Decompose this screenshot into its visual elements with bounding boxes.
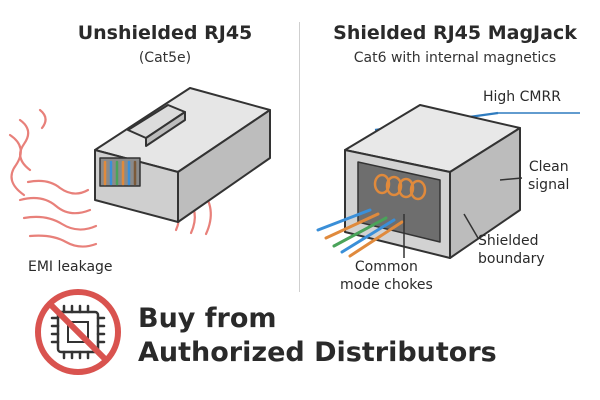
common-mode-choke-coils [373,173,427,201]
cta-text: Buy from Authorized Distributors [138,302,497,370]
shield-pointer [463,213,479,239]
emi-leakage-label: EMI leakage [28,259,113,275]
left-panel-subtitle: (Cat5e) [138,50,192,66]
high-cmrr-label: High CMRR [483,89,561,105]
cta-line2: Authorized Distributors [138,337,497,368]
clean-signal-pointer [499,177,523,181]
left-panel-title: Unshielded RJ45 [77,22,253,44]
emi-waves-left [8,108,98,248]
common-mode-chokes-line2: mode chokes [340,277,433,293]
right-panel-subtitle: Cat6 with internal magnetics [353,50,557,66]
rj45-plug-body [94,87,271,223]
shielded-wires [316,208,404,258]
shielded-boundary-line1: Shielded [478,233,539,249]
panel-divider [299,22,300,292]
shielded-boundary-line2: boundary [478,251,545,267]
exposed-wires [103,160,137,186]
clean-signal-line2: signal [528,177,570,193]
clean-signal-line1: Clean [528,159,569,175]
unshielded-rj45-illustration [8,87,271,248]
shielded-boundary-label: Shielded boundary [478,232,545,268]
shielded-magjack-illustration [316,104,580,259]
common-mode-chokes-label: Common mode chokes [340,258,433,294]
cta-line1: Buy from [138,303,277,334]
clean-signal-label: Clean signal [528,158,569,194]
common-mode-chokes-line1: Common [354,259,418,275]
right-panel-title: Shielded RJ45 MagJack [333,22,577,44]
